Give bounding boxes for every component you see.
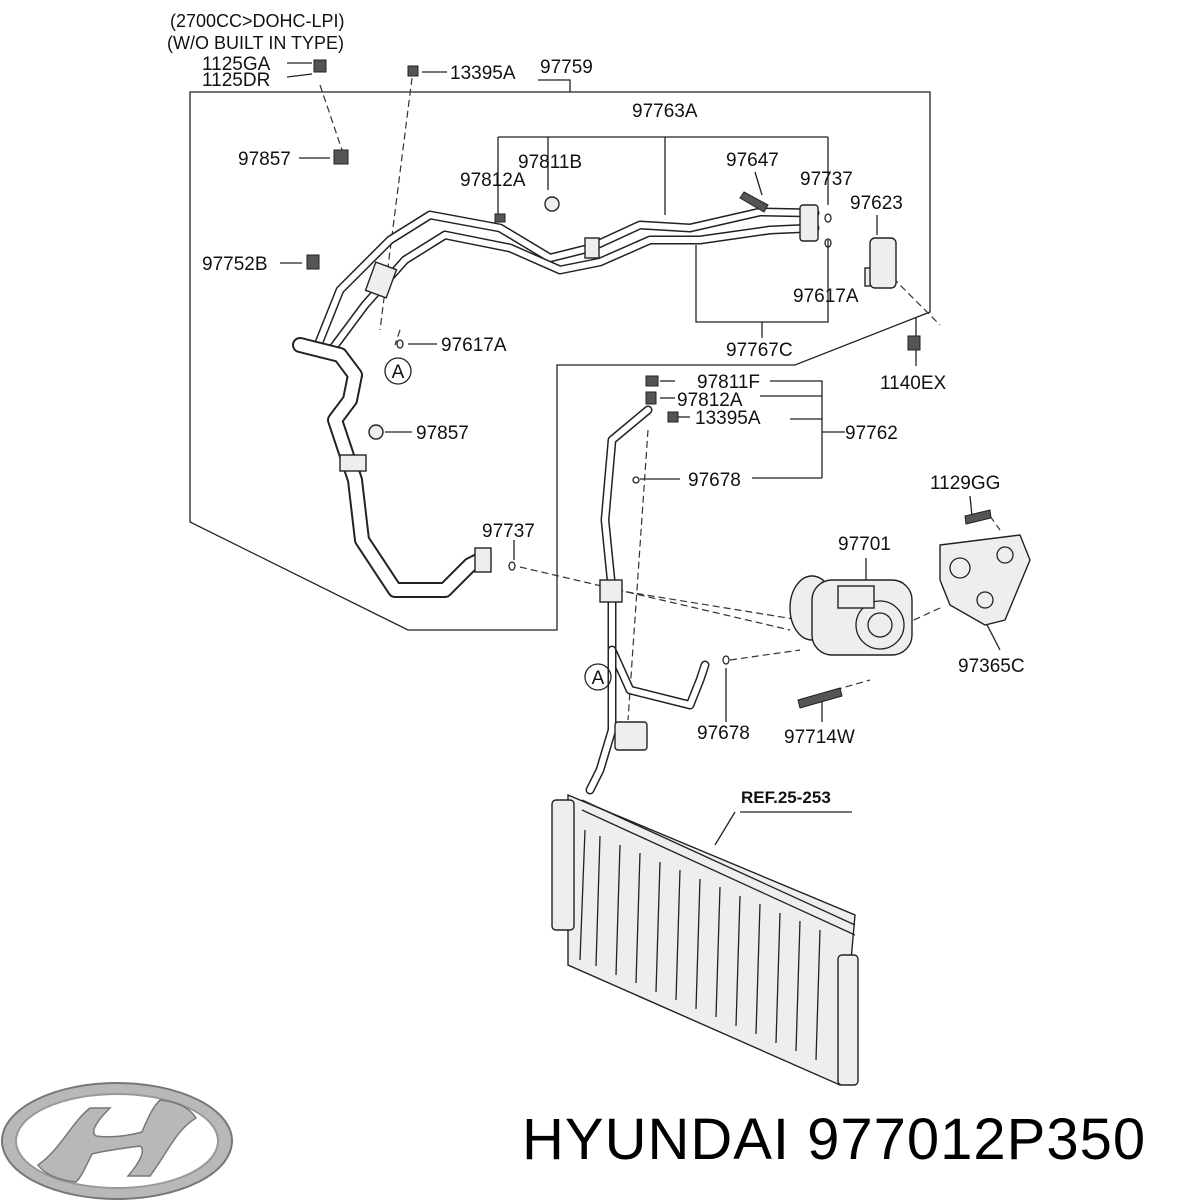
brand-part-number: HYUNDAI 977012P350 [522, 1107, 1147, 1172]
label-1129GG: 1129GG [930, 473, 1000, 494]
label-ref: REF.25-253 [741, 788, 831, 807]
note-type: (W/O BUILT IN TYPE) [167, 33, 344, 53]
label-97812A-top: 97812A [460, 170, 526, 191]
fasteners [306, 59, 992, 709]
label-97617A-left: 97617A [441, 335, 507, 356]
bracket-97763A [497, 136, 829, 215]
label-97857-mid: 97857 [416, 423, 469, 444]
label-13395A-top: 13395A [450, 63, 516, 84]
suction-hose [292, 337, 492, 598]
circle-a-top-letter: A [392, 362, 405, 383]
bracket-97767C [695, 240, 829, 338]
label-1125GA: 1125GA [202, 54, 271, 75]
label-97857-top: 97857 [238, 149, 291, 170]
compressor [789, 575, 913, 656]
label-97759: 97759 [540, 57, 593, 78]
discharge-pipe [585, 405, 710, 795]
compressor-bracket [939, 534, 1031, 626]
hyundai-logo [1, 1082, 233, 1200]
label-1140EX: 1140EX [880, 373, 947, 394]
label-97617A-right: 97617A [793, 286, 859, 307]
label-97701: 97701 [838, 534, 891, 555]
label-13395A-mid: 13395A [695, 408, 761, 429]
label-97623: 97623 [850, 193, 903, 214]
label-97811B: 97811B [518, 152, 582, 173]
note-engine: (2700CC>DOHC-LPI) [170, 11, 345, 31]
assembly-outline [189, 91, 931, 631]
receiver-drier [864, 237, 897, 289]
circle-a-top [384, 357, 412, 385]
label-97365C: 97365C [958, 656, 1025, 677]
label-97737-low: 97737 [482, 521, 535, 542]
label-97763A: 97763A [632, 101, 698, 122]
circle-a-low [584, 663, 612, 691]
upper-pipe-assembly [313, 204, 820, 357]
label-97647: 97647 [726, 150, 779, 171]
label-1125DR: 1125DR [202, 70, 270, 91]
label-97752B: 97752B [202, 254, 268, 275]
label-97678-mid: 97678 [688, 470, 741, 491]
label-97678-low: 97678 [697, 723, 750, 744]
label-97812A-mid: 97812A [677, 390, 743, 411]
label-97762: 97762 [845, 423, 898, 444]
condenser [551, 793, 859, 1087]
circle-a-low-letter: A [592, 668, 605, 689]
label-97714W: 97714W [784, 727, 855, 748]
label-97767C: 97767C [726, 340, 793, 361]
bracket-97762 [752, 380, 845, 479]
label-97811F: 97811F [697, 372, 760, 393]
label-97737-top: 97737 [800, 169, 853, 190]
